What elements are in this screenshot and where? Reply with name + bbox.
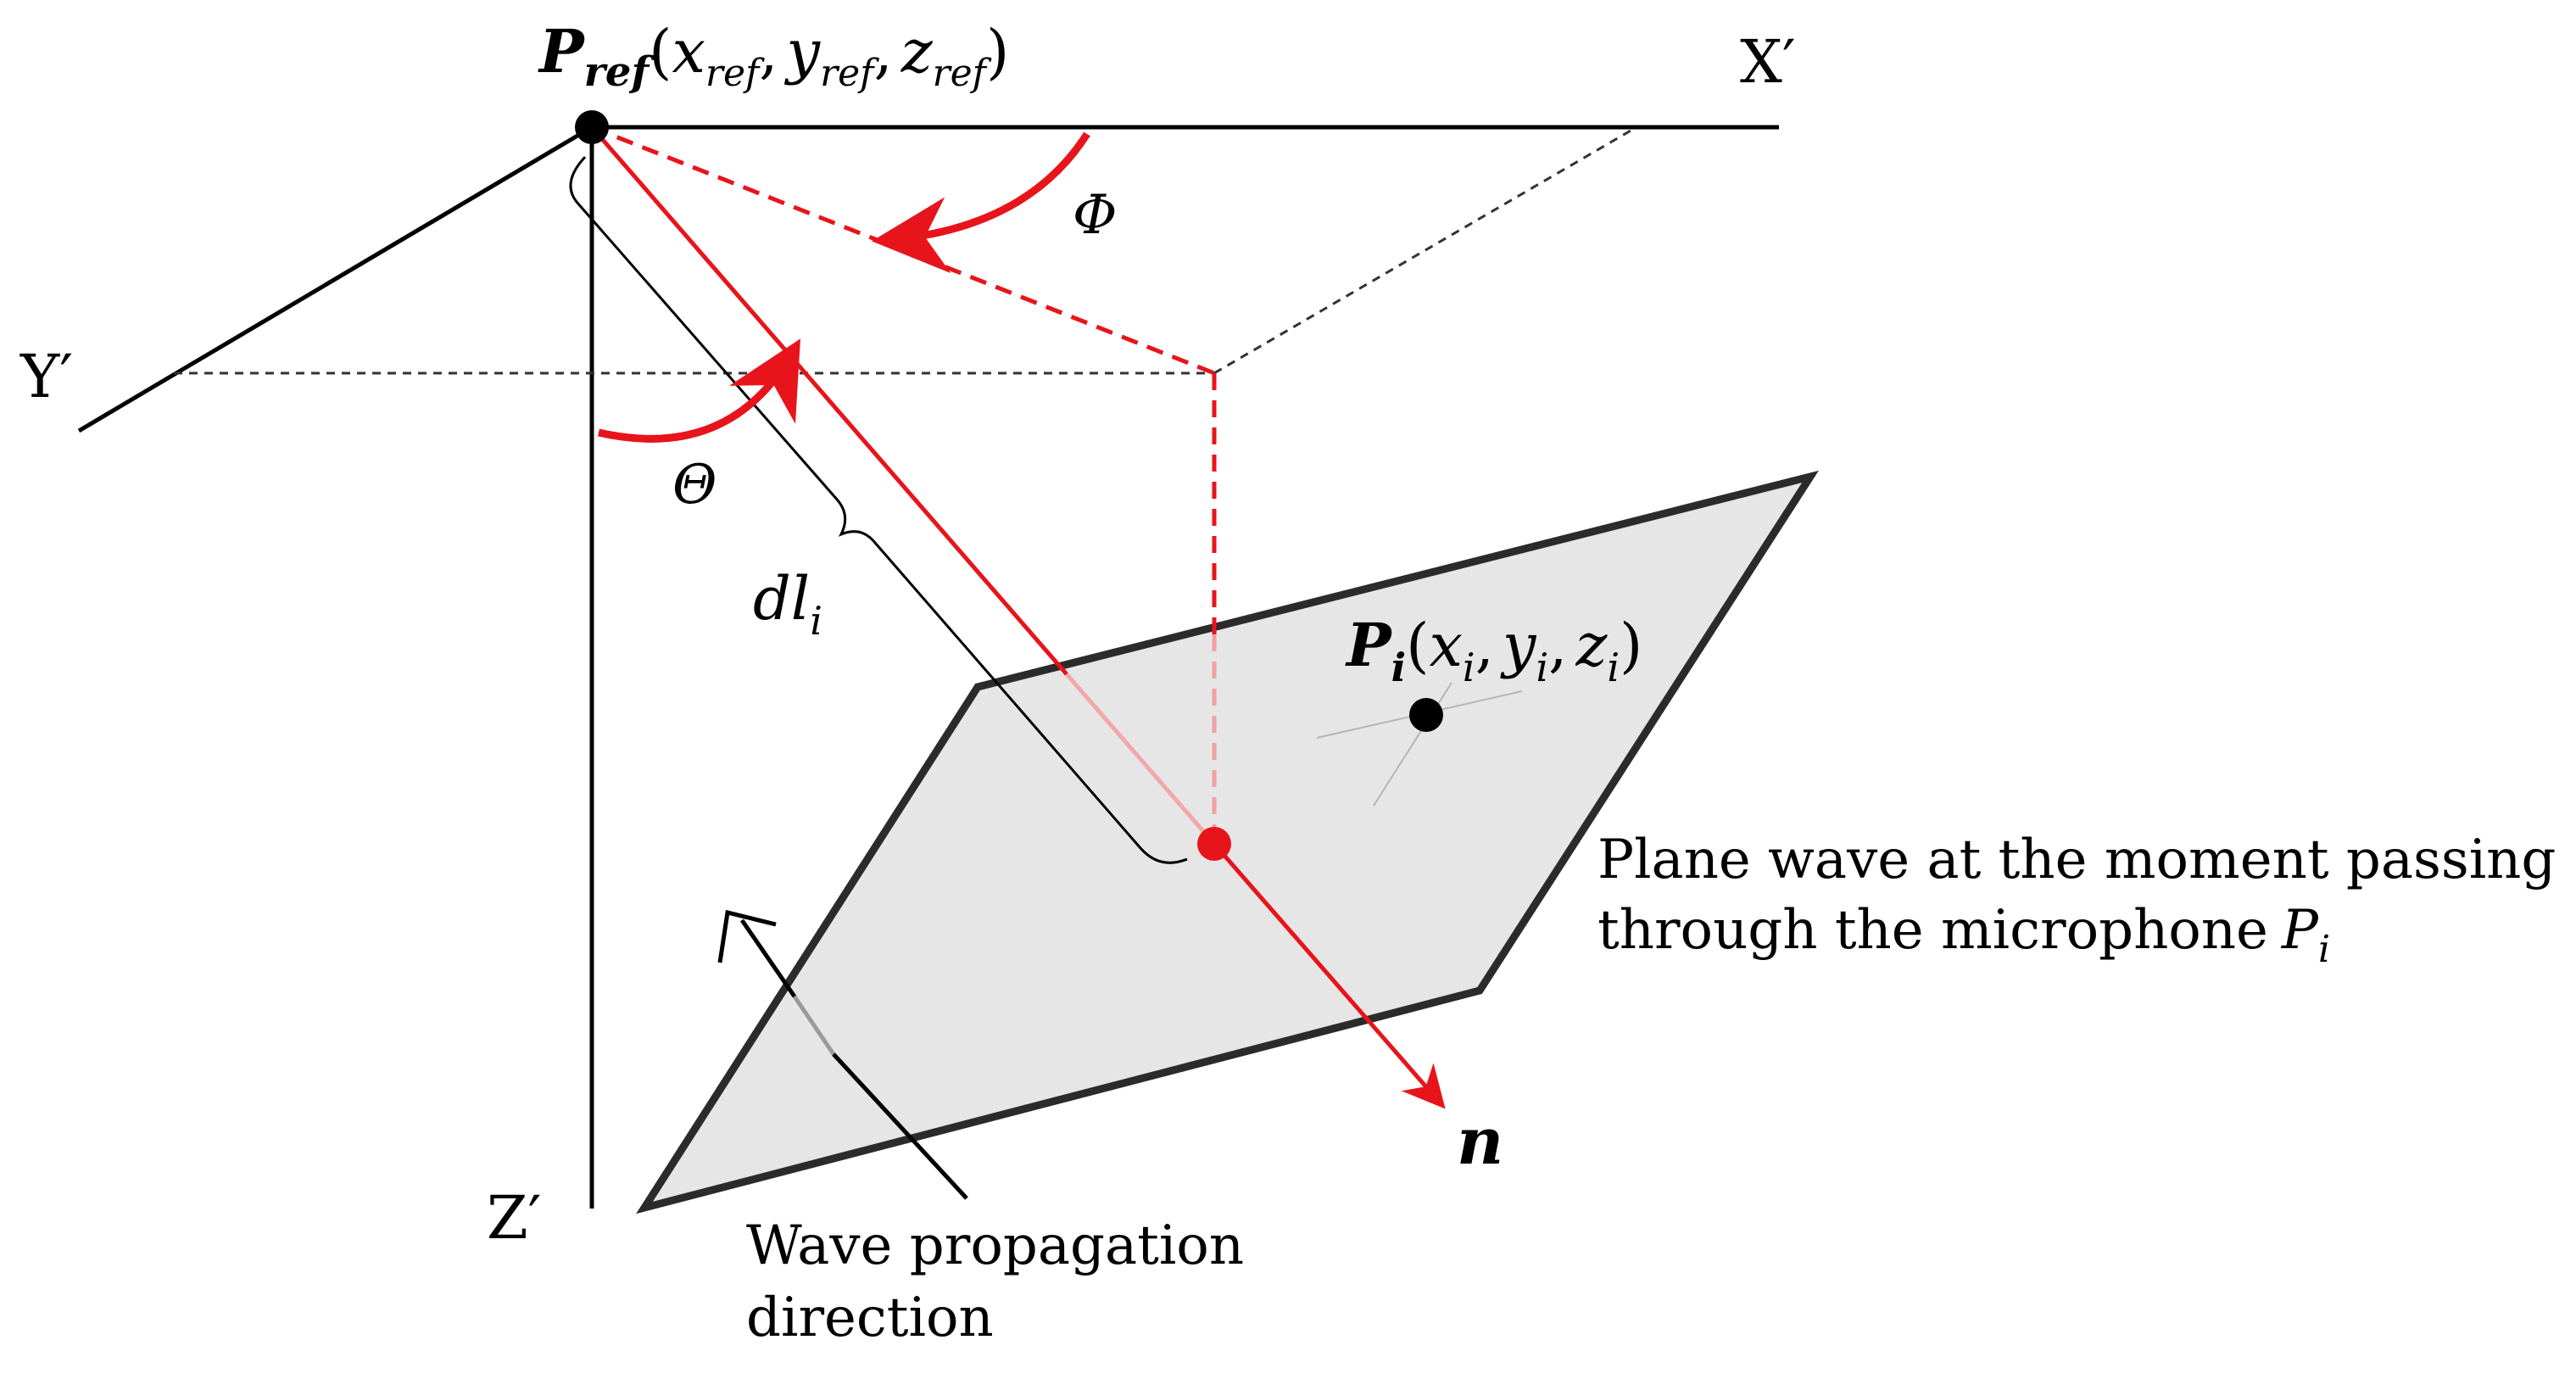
wave-direction-line-lower <box>832 1052 968 1200</box>
z-axis-label: Z′ <box>487 1183 542 1253</box>
y-axis-line <box>77 125 594 433</box>
x-axis-label: X′ <box>1740 27 1796 97</box>
wave-direction-arrowhead <box>717 909 777 963</box>
dl-label: dli <box>753 564 822 644</box>
normal-vector-lower <box>1213 842 1446 1109</box>
normal-vector-faded <box>1065 673 1216 846</box>
wave-direction-label-line2: direction <box>746 1287 994 1349</box>
theta-arc-arrow <box>598 338 801 443</box>
p-i-label: Pi(xi,yi,zi) <box>1345 610 1642 690</box>
phi-label: Φ <box>1073 184 1117 247</box>
theta-label: Θ <box>672 454 716 516</box>
normal-vector-label: n <box>1457 1103 1503 1179</box>
projection-line-horizontal <box>591 125 1215 376</box>
intersection-point-dot <box>1197 827 1231 861</box>
microphone-guide-2 <box>1373 682 1452 807</box>
microphone-pi-dot <box>1409 698 1443 732</box>
phi-arc-arrow <box>872 131 1090 274</box>
reference-point-dot <box>575 110 609 144</box>
wave-direction-label-line1: Wave propagation <box>746 1214 1244 1277</box>
dl-brace <box>569 155 1188 864</box>
wave-direction-line-upper <box>739 918 797 998</box>
normal-vector-upper <box>590 126 1068 676</box>
guide-x-parallel <box>1213 126 1637 375</box>
y-axis-label: Y′ <box>20 342 73 411</box>
wave-direction-line-faded <box>792 995 836 1056</box>
plane-caption-line1: Plane wave at the moment passing <box>1597 829 2556 891</box>
p-ref-label: Pref(xref,yref,zref) <box>538 16 1009 96</box>
